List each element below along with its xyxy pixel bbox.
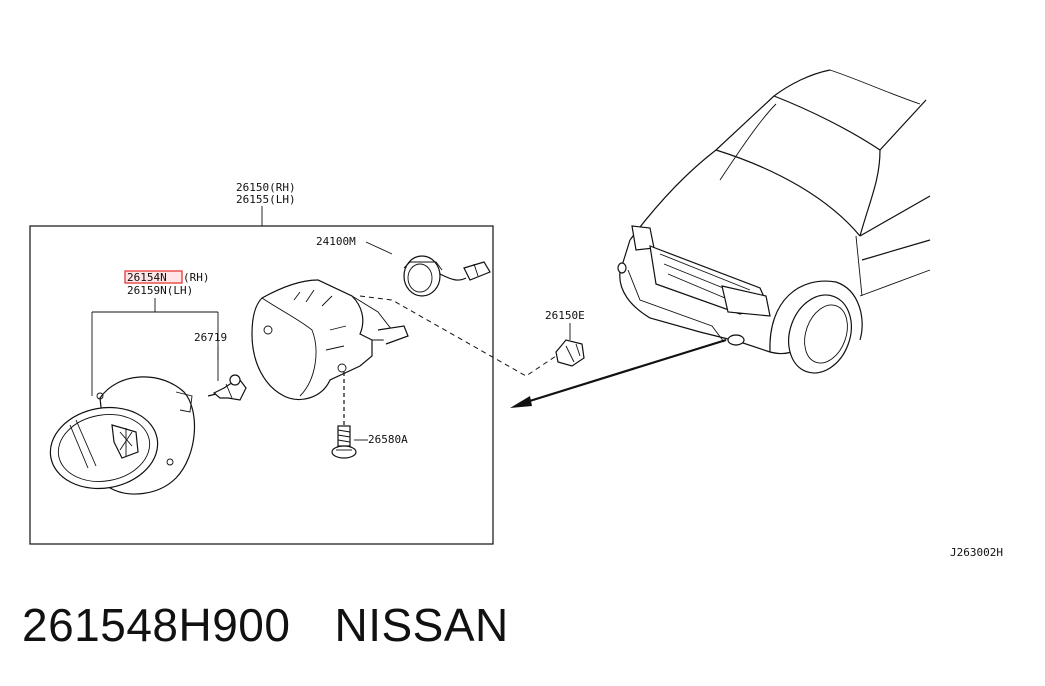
brand-name: NISSAN xyxy=(334,599,509,651)
bulb-label: 26719 xyxy=(194,331,227,344)
highlight-box xyxy=(124,270,183,284)
screw-label: 26580A xyxy=(368,433,408,446)
lamp-label-lh: 26159N(LH) xyxy=(127,284,193,297)
lamp-label-rh-code: 26154N xyxy=(127,271,167,284)
part-number: 261548H900 xyxy=(22,599,291,651)
lamp-label-rh-suffix: (RH) xyxy=(183,271,210,284)
bulb xyxy=(207,374,247,401)
assembly-label-lh: 26155(LH) xyxy=(236,193,296,206)
part-caption: 261548H900 NISSAN xyxy=(22,598,509,652)
screw xyxy=(331,425,357,459)
assembly-label-rh: 26150(RH) xyxy=(236,181,296,194)
vehicle-outline xyxy=(617,69,931,374)
fog-lamp-unit xyxy=(49,376,196,495)
figure-code: J263002H xyxy=(950,546,1003,559)
lamp-bracket xyxy=(251,279,409,401)
assembly-frame xyxy=(29,225,494,545)
clip xyxy=(555,339,585,367)
socket-harness xyxy=(403,255,491,297)
clip-label: 26150E xyxy=(545,309,585,322)
socket-label: 24100M xyxy=(316,235,356,248)
location-arrow xyxy=(510,338,727,408)
